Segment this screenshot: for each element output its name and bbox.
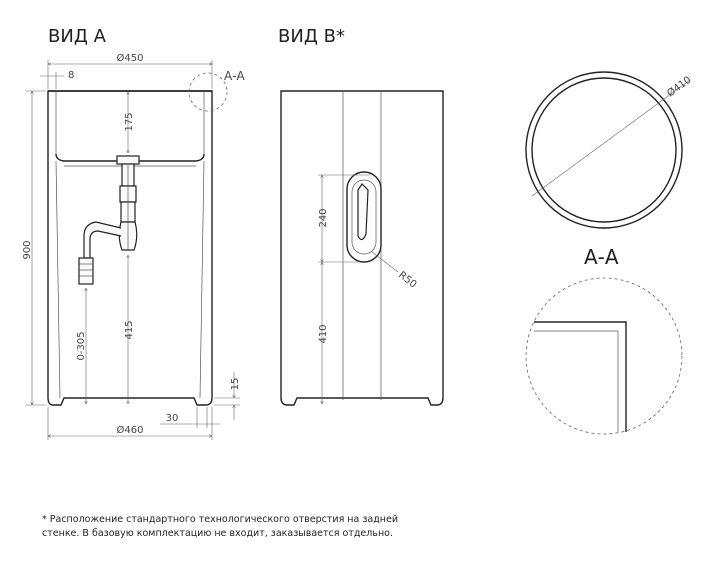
section-callout-circle (188, 72, 228, 112)
dim-total-height: 900 (22, 240, 33, 259)
dim-bottom-diameter: Ø460 (117, 424, 144, 436)
section-a-a: А-А (525, 245, 683, 435)
dim-base-step: 15 (230, 378, 241, 391)
top-view-inner-circle (531, 77, 677, 223)
view-b-outline (280, 90, 444, 406)
siphon (78, 155, 140, 285)
top-view: Ø410 (525, 71, 694, 229)
footnote-line-2: стенке. В базовую комплектацию не входит… (42, 528, 393, 539)
view-a-title: ВИД А (48, 26, 107, 47)
view-b: ВИД В* 240 410 R50 (278, 26, 444, 406)
rear-opening (346, 171, 382, 263)
dim-base-inset: 30 (166, 413, 179, 424)
dim-opening-radius: R50 (396, 270, 418, 291)
view-a-outline (47, 90, 213, 406)
view-b-title: ВИД В* (278, 26, 345, 47)
section-title: А-А (584, 245, 619, 269)
dim-opening-height: 240 (318, 208, 329, 227)
section-detail-circle (525, 277, 683, 435)
dim-opening-bottom: 410 (318, 324, 329, 343)
section-callout-label: А-А (224, 69, 246, 83)
footnote-line-1: * Расположение стандартного технологичес… (42, 514, 399, 525)
dim-rim-offset: 8 (68, 70, 74, 81)
footnote: * Расположение стандартного технологичес… (42, 513, 462, 541)
top-view-outer-circle (525, 71, 683, 229)
dim-basin-depth: 175 (124, 112, 135, 131)
dim-outlet-range: 0-305 (76, 331, 87, 360)
dim-drain-height: 415 (124, 320, 135, 339)
dim-top-diameter: Ø450 (117, 52, 144, 64)
dim-circle-diameter: Ø410 (665, 74, 694, 100)
view-a: ВИД А А-А (22, 26, 246, 440)
